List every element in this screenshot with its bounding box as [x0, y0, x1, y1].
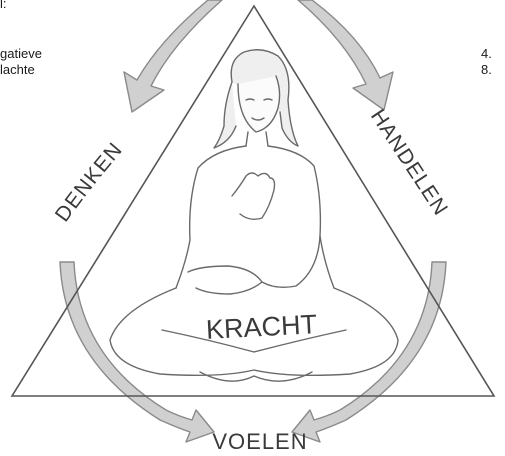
figure-torso	[176, 146, 334, 288]
figure-face	[238, 76, 280, 132]
arrow-top-left	[124, 0, 222, 112]
figure-neck	[246, 132, 268, 146]
arrow-bottom-right	[292, 262, 446, 442]
arrow-bottom-left	[60, 262, 214, 442]
label-left-denken: DENKEN	[51, 138, 127, 226]
figure-hand-belly	[188, 266, 262, 294]
figure-hand-chest	[232, 173, 275, 219]
label-bottom-voelen: VOELEN	[212, 429, 307, 454]
arrow-top-right	[298, 0, 393, 110]
label-center-kracht: KRACHT	[205, 309, 317, 345]
label-right-handelen: HANDELEN	[366, 105, 452, 220]
figure-arm-right	[262, 236, 320, 287]
